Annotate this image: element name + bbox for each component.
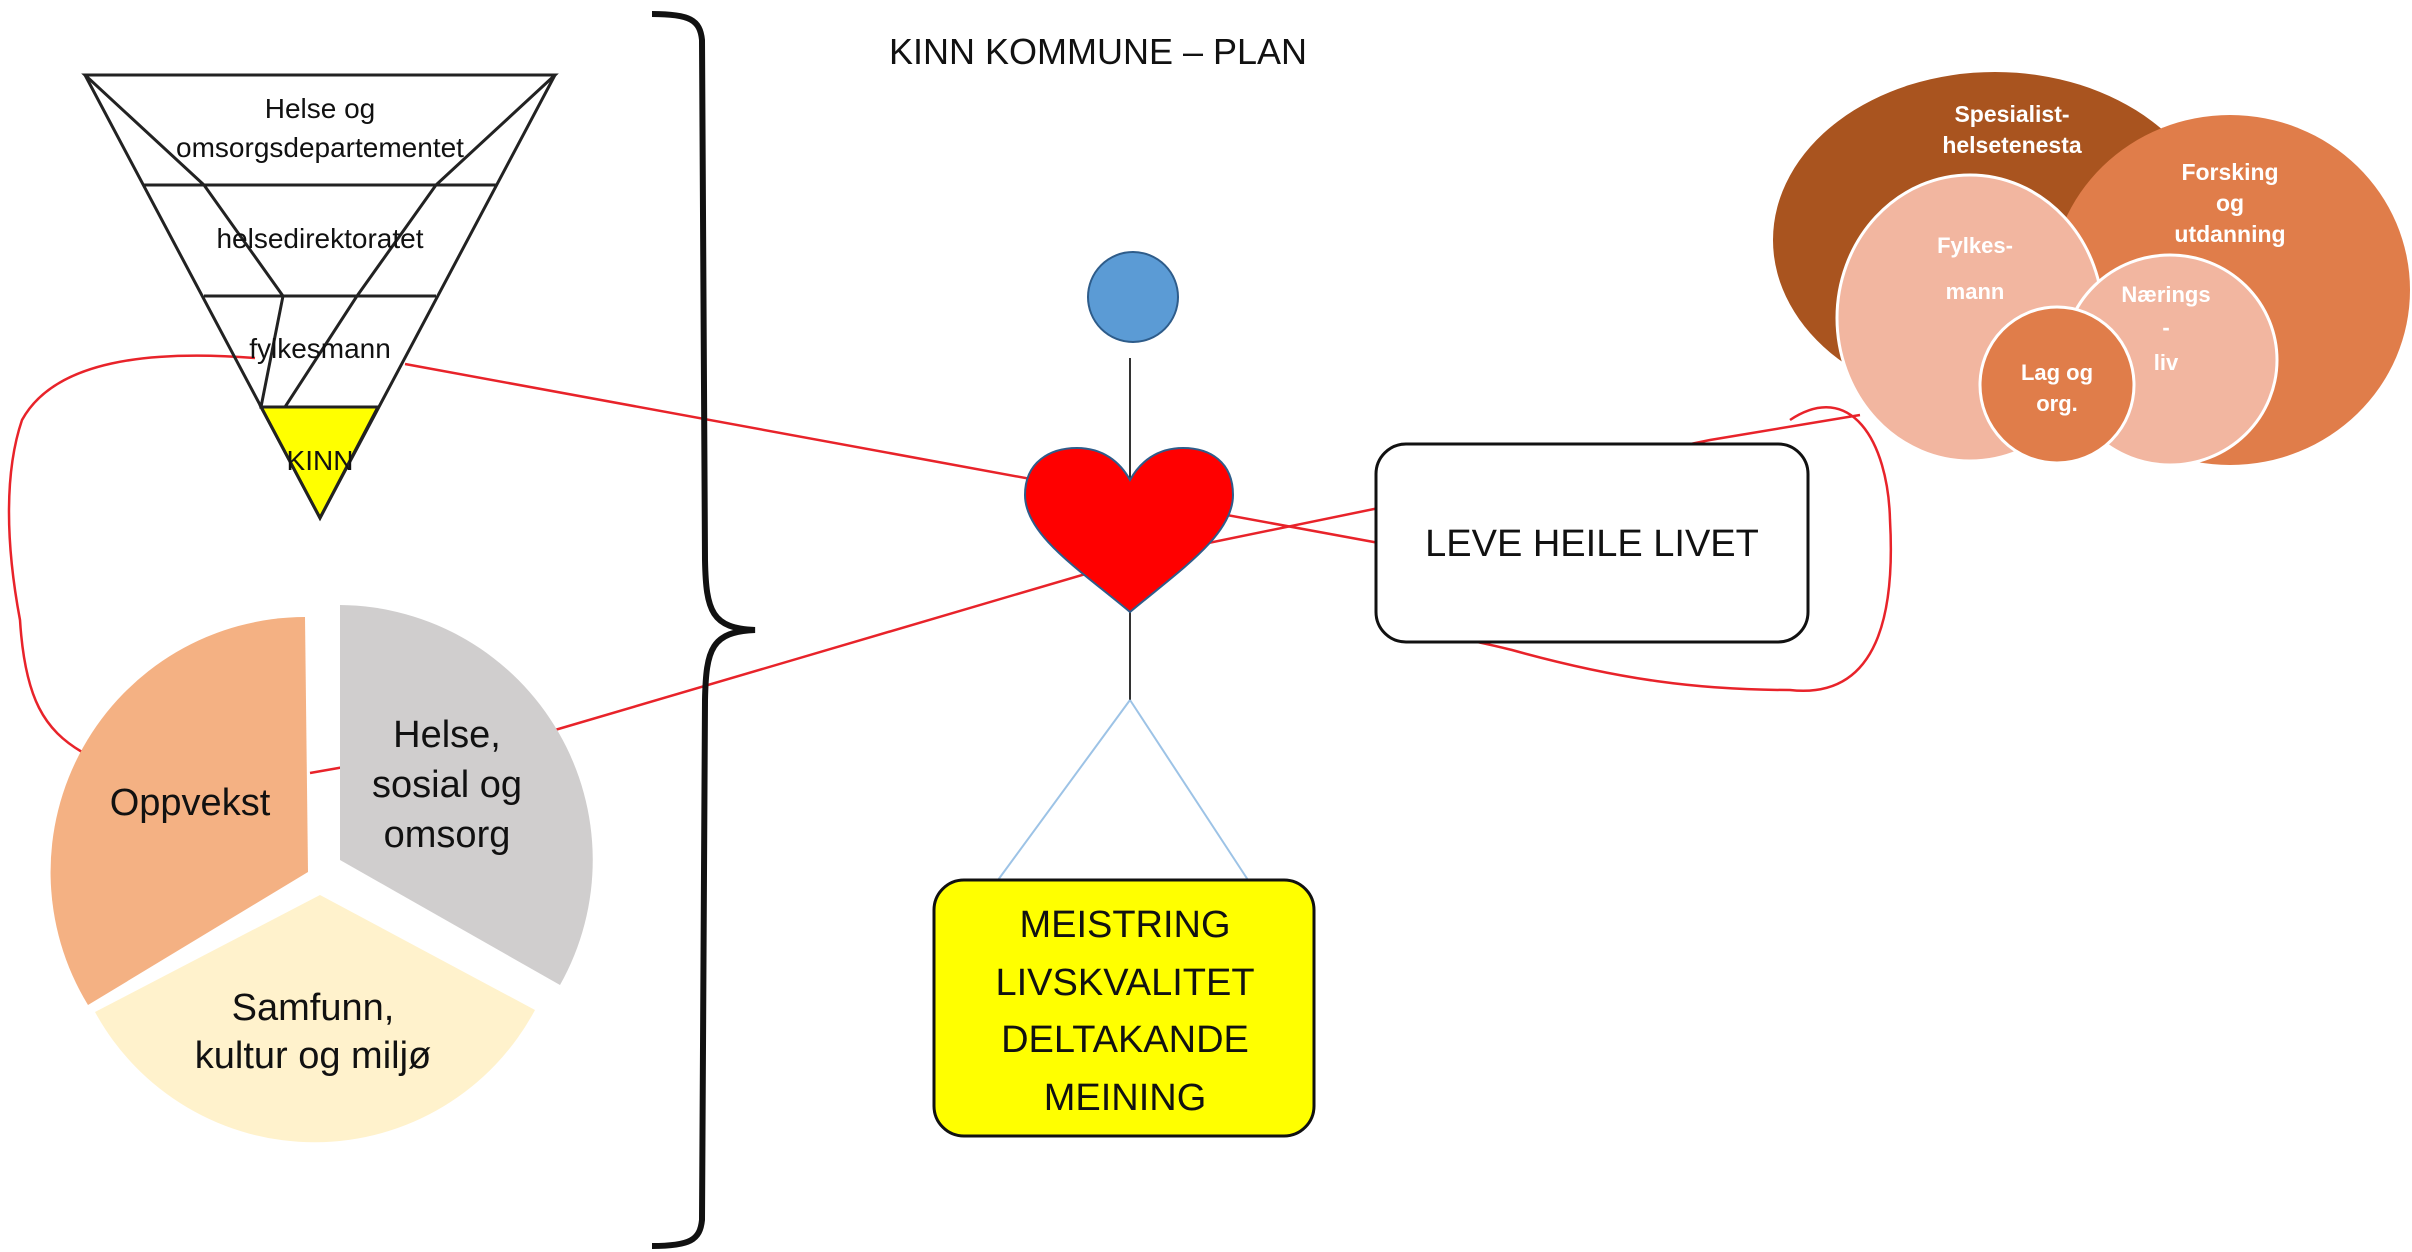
- connector-loop-left: [7, 354, 256, 754]
- label-forsking-2: og: [2216, 190, 2244, 216]
- curly-brace: [651, 11, 756, 1249]
- level-label-4: fylkesmann: [249, 333, 391, 364]
- label-naeringsliv-2: -: [2162, 315, 2169, 340]
- pie-label-samfunn-1: Samfunn,: [232, 987, 395, 1029]
- leve-heile-livet-box: LEVE HEILE LIVET: [1374, 442, 1810, 644]
- level-label-1: Helse og: [265, 93, 376, 124]
- head-circle: [1087, 251, 1179, 343]
- level-label-5: KINN: [287, 445, 354, 476]
- outcomes-box: MEISTRING LIVSKVALITET DELTAKANDE MEININ…: [932, 878, 1316, 1138]
- partner-cluster: Spesialist- helsetenesta Forsking og utd…: [1773, 72, 2410, 467]
- hierarchy-triangle: Helse og omsorgsdepartementet helsedirek…: [81, 73, 559, 522]
- pie-segment-samfunn: [95, 895, 535, 1143]
- pie-segment-oppvekst: [50, 617, 308, 1005]
- heart-shape: [1023, 446, 1235, 614]
- connector-line-fylkesmann-to-leve: [404, 362, 1391, 547]
- pie-label-oppvekst: Oppvekst: [110, 782, 271, 824]
- label-forsking-1: Forsking: [2181, 159, 2278, 185]
- person-figure: [997, 251, 1249, 881]
- label-forsking-3: utdanning: [2174, 221, 2285, 247]
- leg-left: [997, 699, 1131, 881]
- sector-pie: Oppvekst Helse, sosial og omsorg Samfunn…: [50, 605, 593, 1143]
- label-naeringsliv-3: liv: [2154, 350, 2179, 375]
- level-label-2: omsorgsdepartementet: [176, 132, 464, 163]
- connector-loop-right: [1389, 406, 1893, 692]
- pie-label-helse-1: Helse,: [393, 714, 501, 756]
- leve-heile-livet-label: LEVE HEILE LIVET: [1425, 523, 1759, 565]
- label-spesialist-2: helsetenesta: [1942, 132, 2082, 158]
- pie-label-helse-3: omsorg: [384, 814, 511, 856]
- level-label-3: helsedirektoratet: [216, 223, 423, 254]
- leg-right: [1129, 699, 1249, 881]
- bubble-lag: [1978, 305, 2136, 465]
- pie-label-samfunn-2: kultur og miljø: [195, 1035, 432, 1077]
- label-naeringsliv-1: Nærings: [2121, 282, 2210, 307]
- page-title: KINN KOMMUNE – PLAN: [889, 31, 1307, 72]
- pie-label-helse-2: sosial og: [372, 764, 522, 806]
- label-spesialist-1: Spesialist-: [1954, 101, 2069, 127]
- level-departement: [81, 73, 559, 187]
- outcome-4: MEINING: [1044, 1077, 1207, 1119]
- outcome-3: DELTAKANDE: [1001, 1019, 1249, 1061]
- outcome-2: LIVSKVALITET: [995, 962, 1254, 1004]
- label-lag-2: org.: [2036, 391, 2078, 416]
- label-fylkesmann-1: Fylkes-: [1937, 233, 2013, 258]
- outcome-1: MEISTRING: [1019, 904, 1230, 946]
- label-fylkesmann-2: mann: [1946, 279, 2005, 304]
- label-lag-1: Lag og: [2021, 360, 2093, 385]
- pie-segment-helse: [340, 605, 593, 985]
